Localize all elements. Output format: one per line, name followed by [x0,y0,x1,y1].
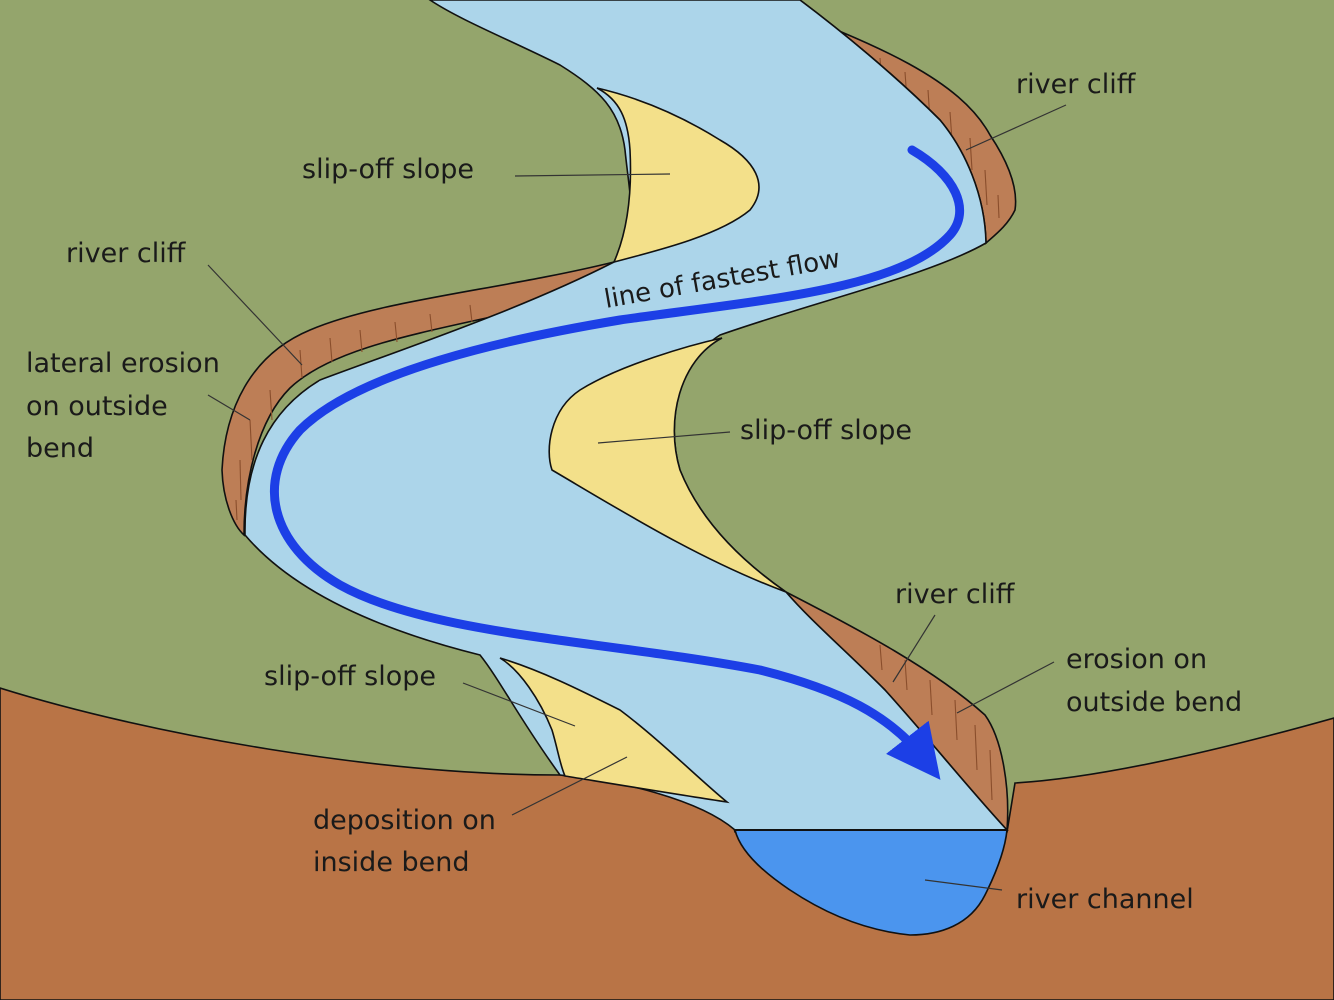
label-river-cliff-left: river cliff [66,238,187,269]
label-lateral-erosion-line3: bend [26,433,94,464]
fastest-flow-arrow [269,145,964,780]
slip-off-slope-lower [499,657,730,804]
label-slip-off-slope-middle: slip-off slope [740,415,912,446]
label-erosion-outside-line2: outside bend [1066,687,1242,718]
label-slip-off-slope-top: slip-off slope [302,154,474,185]
label-lateral-erosion-line2: on outside [26,391,168,422]
label-river-channel: river channel [1016,884,1194,915]
label-river-cliff-top: river cliff [1016,69,1137,100]
label-deposition-line1: deposition on [313,805,496,836]
slip-off-slope-middle [548,337,787,593]
slip-off-slope-top [596,87,760,264]
label-deposition-line2: inside bend [313,847,470,878]
label-slip-off-slope-lower: slip-off slope [264,661,436,692]
river-channel-cross-section [733,829,1008,936]
label-erosion-outside-line1: erosion on [1066,644,1207,675]
leader-lines [207,104,1067,891]
label-lateral-erosion-line1: lateral erosion [26,348,220,379]
label-river-cliff-lower: river cliff [895,579,1016,610]
